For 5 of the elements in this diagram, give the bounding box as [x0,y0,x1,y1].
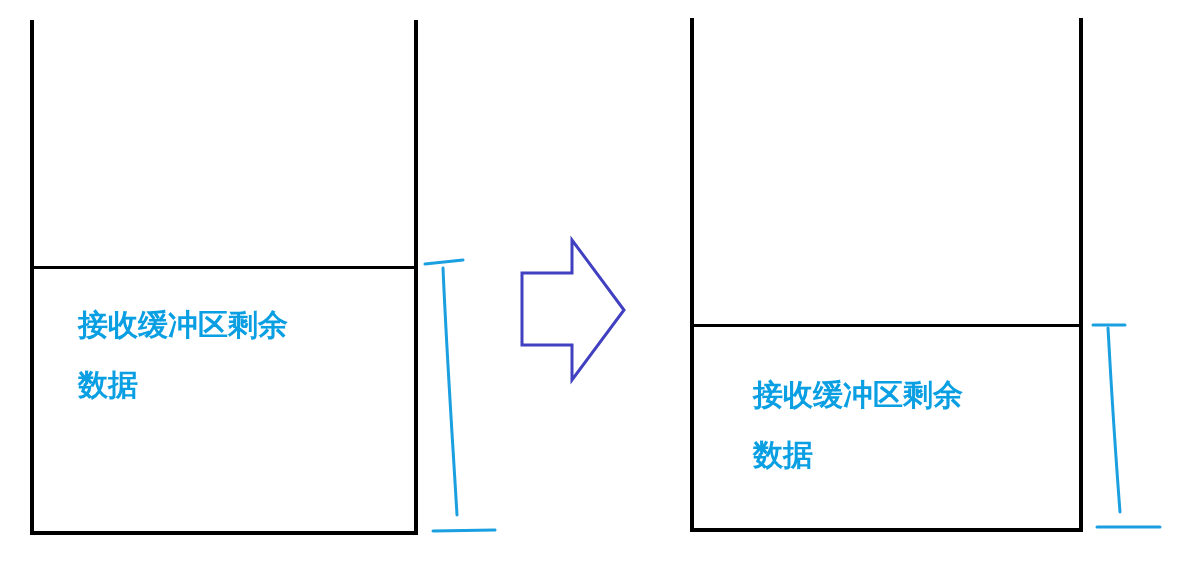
buffer-data-label: 接收缓冲区剩余数据 [753,376,964,474]
buffer-data-label: 接收缓冲区剩余数据 [78,306,289,404]
block-arrow [520,235,626,385]
buffer-container [690,18,1083,532]
buffer-container [30,20,418,535]
